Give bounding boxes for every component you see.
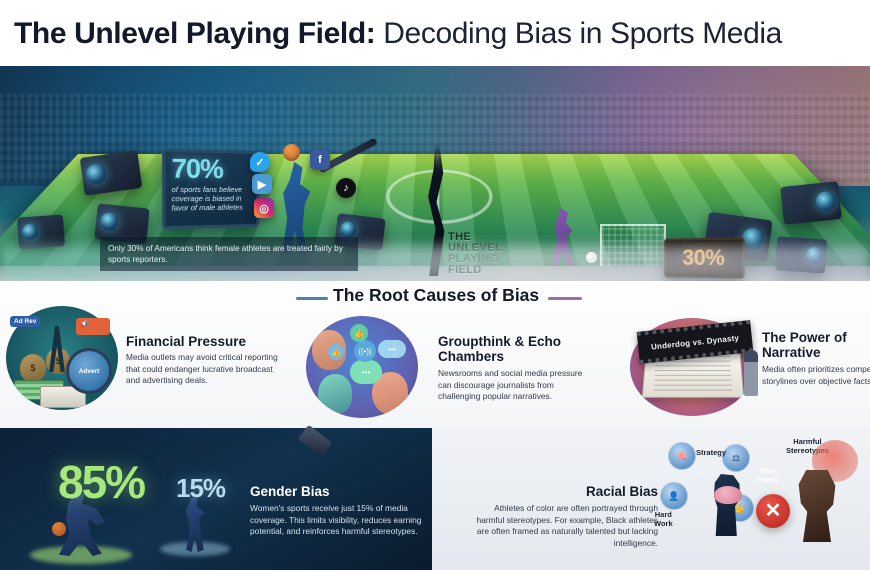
thumbs-up-icon: 👍 [350, 324, 368, 342]
brain-icon [714, 486, 742, 504]
gender-bias-body: Women's sports receive just 15% of media… [250, 503, 422, 536]
cause-body-financial: Media outlets may avoid critical reporti… [126, 352, 278, 385]
label-strategy: Strategy [696, 448, 727, 457]
cause-body-groupthink: Newsrooms and social media pressure can … [438, 368, 583, 401]
title-strong: The Unlevel Playing Field: [14, 17, 376, 50]
racial-bias-body: Athletes of color are often portrayed th… [476, 503, 658, 548]
cause-title-groupthink: Groupthink & Echo Chambers [438, 334, 561, 364]
cause-title-financial: Financial Pressure [126, 334, 247, 349]
instagram-icon: ◎ [254, 198, 274, 218]
person-node-icon: 👤 [660, 482, 688, 510]
facebook-icon: f [310, 150, 330, 170]
label-hard-work: Hard Work [654, 510, 673, 528]
broadcast-camera-icon [16, 214, 66, 250]
label-raw-power: Raw Power [756, 466, 779, 484]
twitter-icon: ✓ [250, 152, 270, 172]
gender-stat-minor: 15% [176, 473, 226, 503]
speech-bubble-icon: ••• [378, 340, 406, 358]
gender-stat-major: 85% [58, 456, 146, 508]
athlete-head-silhouette [713, 474, 741, 536]
heading-rule-right [548, 297, 582, 300]
female-athlete-silhouette [185, 496, 205, 552]
racial-bias-title: Racial Bias [585, 484, 658, 499]
broadcast-bubble-icon: ((•)) [354, 340, 376, 362]
app-icon: ▶ [252, 174, 272, 194]
basketball-icon [283, 144, 300, 161]
newspaper-icon [40, 386, 86, 408]
label-harmful-stereotypes: Harmful Stereotypes [786, 437, 829, 455]
brain-node-icon: 🧠 [668, 442, 696, 470]
tv-stat-value: 70% [171, 153, 223, 185]
red-x-icon: ✕ [756, 494, 790, 528]
megaphone-icon: 📢 [76, 318, 110, 335]
headset-profile-icon [318, 374, 352, 414]
heading-rule-left [296, 297, 328, 300]
microphone-icon [744, 350, 758, 396]
cause-title-narrative: The Power of Narrative [762, 330, 847, 360]
stage-light-pool [160, 542, 230, 556]
tiktok-icon: ♪ [336, 178, 356, 198]
thumbs-up-icon: 👍 [328, 344, 344, 360]
title-rest: Decoding Bias in Sports Media [375, 17, 782, 50]
money-bag-icon: $ [20, 354, 46, 382]
broadcast-camera-icon [79, 150, 143, 196]
page-title: The Unlevel Playing Field: Decoding Bias… [0, 0, 870, 68]
basketball-icon [52, 522, 66, 536]
broadcast-camera-icon [780, 181, 842, 225]
title-text: The Unlevel Playing Field: Decoding Bias… [14, 17, 782, 51]
racial-bias-panel [432, 428, 870, 570]
speech-bubble-icon: ••• [350, 360, 382, 384]
tv-stat-caption: of sports fans believe coverage is biase… [171, 184, 243, 213]
echo-chamber-illustration: ••• ••• ((•)) 👍 👍 [306, 316, 418, 418]
filmstrip-label: Underdog vs. Dynasty [650, 332, 740, 352]
hero-caption: Only 30% of Americans think female athle… [100, 237, 358, 271]
advertising-label: Advert [78, 367, 100, 375]
spotlight-fixture-icon [297, 424, 333, 458]
root-causes-heading: The Root Causes of Bias [333, 285, 540, 305]
cause-body-narrative: Media often prioritizes compelling story… [762, 364, 870, 386]
magnifier-icon: Advert [66, 348, 112, 394]
stage-light-pool [30, 546, 132, 564]
athlete-portrait [798, 470, 836, 542]
tv-stat-screen: 70% of sports fans believe coverage is b… [162, 148, 260, 230]
ad-revenue-chip: Ad Rev [10, 316, 41, 327]
gender-bias-title: Gender Bias [250, 484, 330, 499]
scale-node-icon: ⚖ [722, 444, 750, 472]
